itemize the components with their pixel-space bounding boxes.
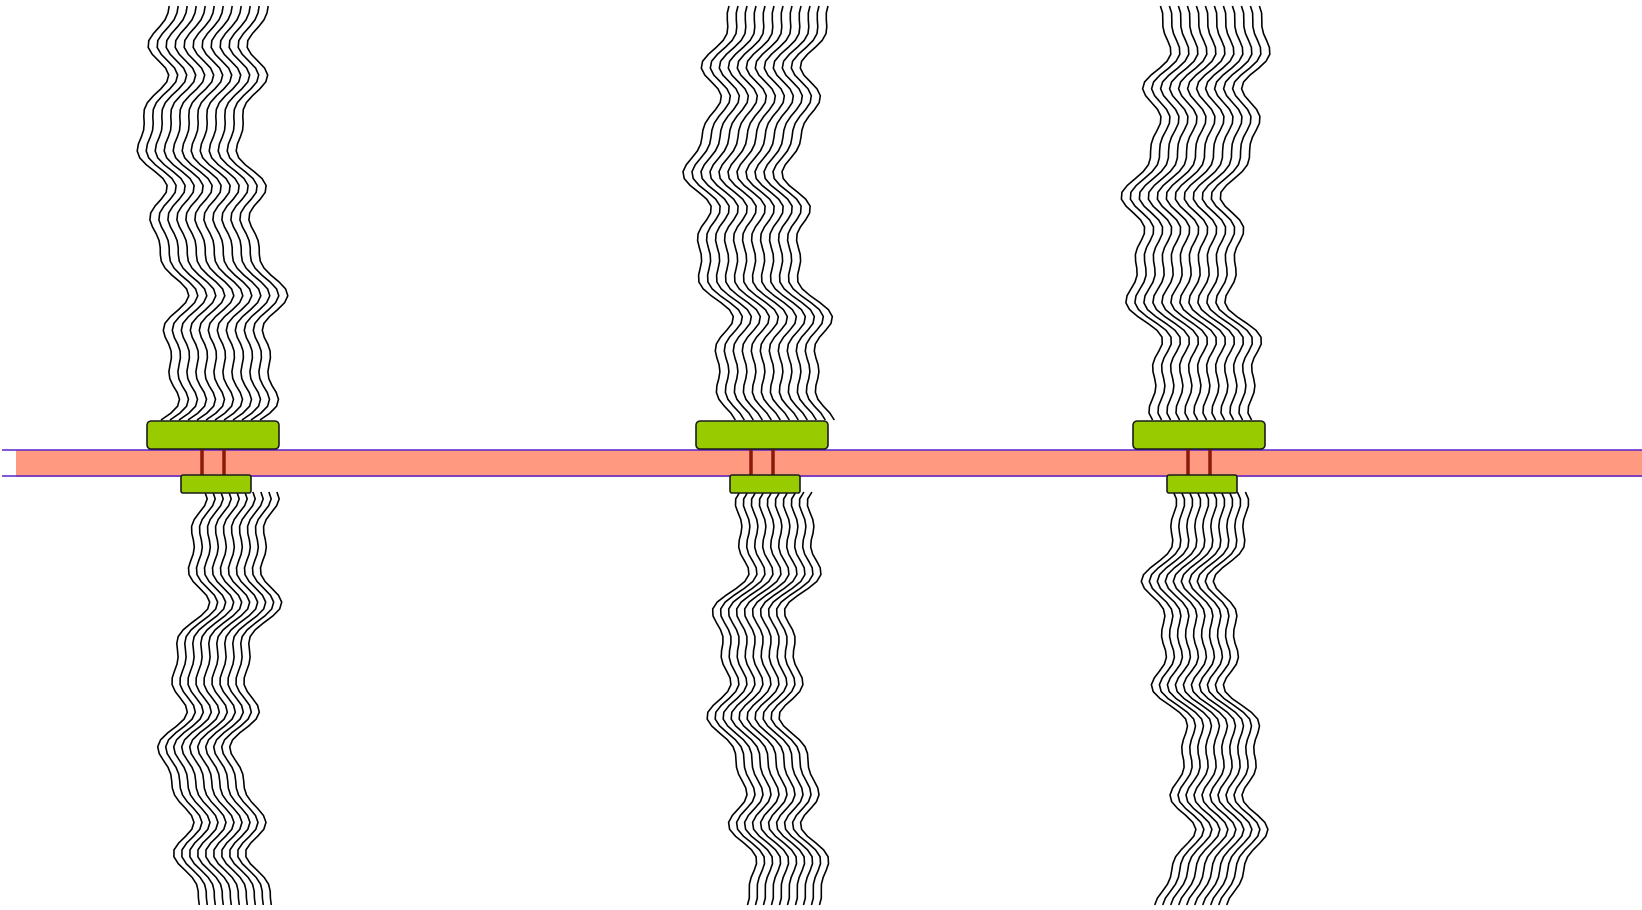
top-fiber <box>154 5 208 421</box>
bottom-fiber <box>1156 491 1213 906</box>
bottom-fiber <box>1188 491 1245 906</box>
top-fiber <box>145 5 199 421</box>
membrane-band <box>16 450 1642 477</box>
inner-plate <box>180 474 252 494</box>
top-fiber <box>1165 5 1217 421</box>
bottom-fiber <box>722 491 774 906</box>
bottom-fiber <box>714 491 766 906</box>
top-fiber <box>1120 5 1172 421</box>
inner-plate <box>1166 474 1238 494</box>
bottom-fiber <box>1164 491 1221 906</box>
top-fiber <box>1201 5 1253 421</box>
fibers-layer <box>136 5 1271 906</box>
complexes-layer <box>146 420 1266 494</box>
top-fiber <box>190 5 244 421</box>
top-fiber <box>172 5 226 421</box>
bottom-fiber <box>1196 491 1253 906</box>
top-fiber <box>691 5 745 421</box>
bottom-fiber <box>706 491 758 906</box>
bottom-fiber <box>1148 491 1205 906</box>
bottom-fiber <box>1204 491 1261 906</box>
top-fiber <box>745 5 799 421</box>
outer-plate <box>695 420 829 450</box>
bottom-fiber <box>188 491 243 906</box>
bottom-fiber <box>156 491 211 906</box>
bottom-fiber <box>754 491 806 906</box>
inner-plate <box>729 474 801 494</box>
top-fiber <box>1138 5 1190 421</box>
outer-plate <box>146 420 280 450</box>
bottom-fiber <box>228 491 283 906</box>
top-fiber <box>763 5 817 421</box>
top-fiber <box>1147 5 1199 421</box>
top-fiber <box>1174 5 1226 421</box>
top-fiber <box>754 5 808 421</box>
bottom-fiber <box>1180 491 1237 906</box>
bottom-fiber <box>770 491 822 906</box>
top-fiber <box>736 5 790 421</box>
top-fiber <box>181 5 235 421</box>
top-fiber <box>1219 5 1271 421</box>
top-fiber <box>226 5 280 421</box>
top-fiber <box>1183 5 1235 421</box>
top-fiber <box>1129 5 1181 421</box>
top-fiber <box>235 5 289 421</box>
top-fiber <box>700 5 754 421</box>
bottom-fiber <box>746 491 798 906</box>
bottom-fiber <box>196 491 251 906</box>
top-fiber <box>1156 5 1208 421</box>
bottom-fiber <box>762 491 814 906</box>
top-fiber <box>1210 5 1262 421</box>
top-fiber <box>136 5 190 421</box>
bottom-fiber <box>730 491 782 906</box>
top-fiber <box>208 5 262 421</box>
bottom-fiber <box>1172 491 1229 906</box>
top-fiber <box>1192 5 1244 421</box>
bottom-fiber <box>1140 491 1197 906</box>
top-fiber <box>709 5 763 421</box>
bottom-fiber <box>212 491 267 906</box>
bottom-fiber <box>738 491 790 906</box>
top-fiber <box>772 5 826 421</box>
bottom-fiber <box>172 491 227 906</box>
bottom-fiber <box>778 491 830 906</box>
bottom-fiber <box>1212 491 1269 906</box>
membrane <box>2 449 1642 477</box>
bottom-fiber <box>180 491 235 906</box>
top-fiber <box>718 5 772 421</box>
top-fiber <box>199 5 253 421</box>
bottom-fiber <box>164 491 219 906</box>
top-fiber <box>217 5 271 421</box>
bottom-fiber <box>220 491 275 906</box>
top-fiber <box>682 5 736 421</box>
top-fiber <box>163 5 217 421</box>
top-fiber <box>781 5 835 421</box>
top-fiber <box>727 5 781 421</box>
outer-plate <box>1132 420 1266 450</box>
bottom-fiber <box>204 491 259 906</box>
